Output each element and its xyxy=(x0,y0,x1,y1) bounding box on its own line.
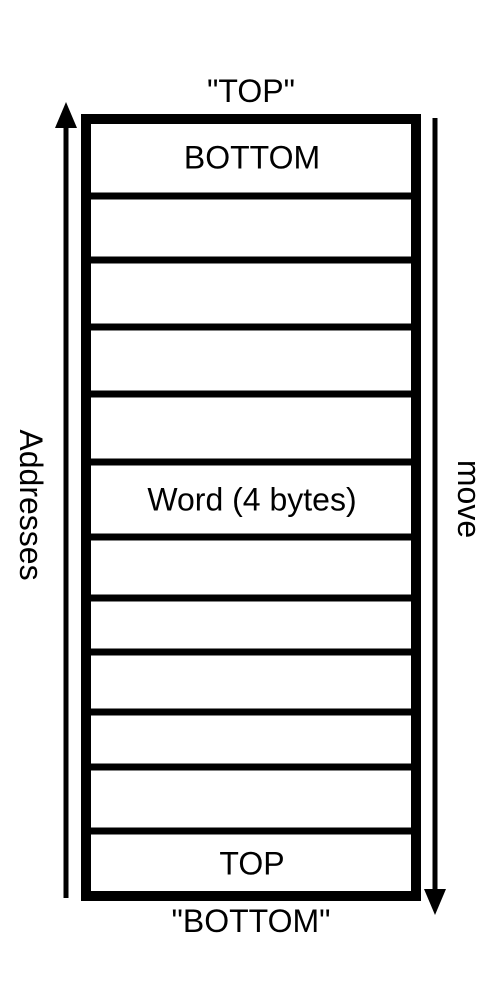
stack-cell-label: BOTTOM xyxy=(184,140,320,176)
stack-cell-label: TOP xyxy=(219,846,284,882)
stack-frame xyxy=(81,114,421,901)
move-arrow-head xyxy=(424,889,446,915)
top-quote-label: "TOP" xyxy=(207,73,295,109)
move-arrow xyxy=(424,118,446,915)
stack-cell: TOP xyxy=(219,846,284,882)
addresses-arrow xyxy=(55,102,77,898)
bottom-quote-label: "BOTTOM" xyxy=(171,903,330,939)
stack-cell: Word (4 bytes) xyxy=(147,482,356,518)
addresses-label: Addresses xyxy=(13,429,49,580)
addresses-arrow-head xyxy=(55,102,77,128)
stack-cell: BOTTOM xyxy=(184,140,320,176)
stack-cell-label: Word (4 bytes) xyxy=(147,482,356,518)
move-label: move xyxy=(451,460,487,538)
memory-stack: BOTTOM Word (4 bytes) TOP xyxy=(81,114,421,901)
